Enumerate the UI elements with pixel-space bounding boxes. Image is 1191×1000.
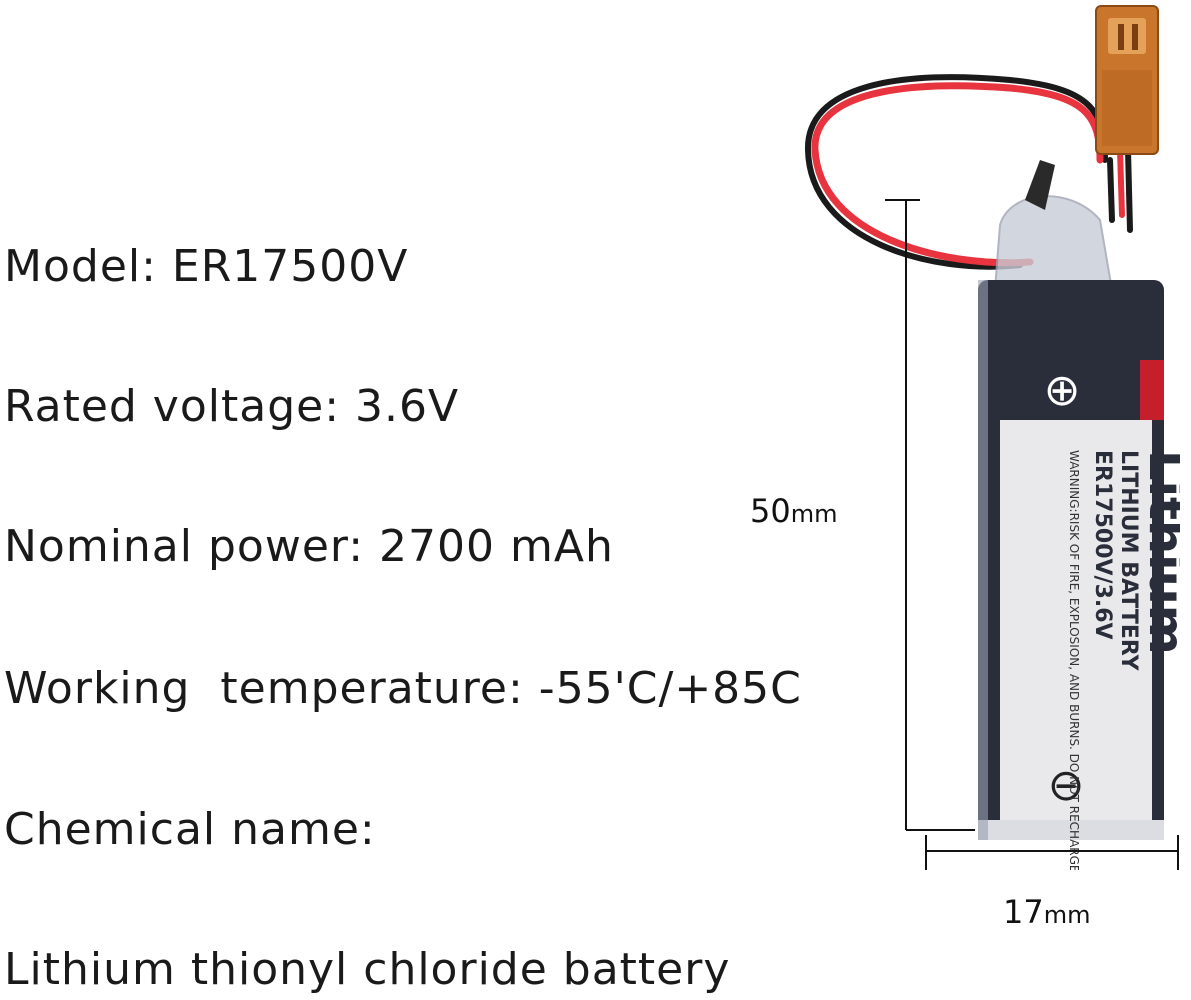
spec-chemical-label: Chemical name: [4, 804, 376, 855]
battery-type-text: LITHIUM BATTERY [1116, 450, 1141, 672]
spec-chemical-value: Lithium thionyl chloride battery [4, 944, 731, 995]
spec-power: Nominal power: 2700 mAh [4, 521, 614, 572]
positive-terminal-icon: ⊕ [1044, 365, 1081, 416]
height-dimension-line [885, 199, 975, 831]
wire-loop [804, 74, 1133, 270]
negative-terminal-icon: ⊖ [1048, 760, 1085, 811]
width-dimension-line [925, 835, 1179, 870]
battery-photo: ⊕ ⊖ Lithium LITHIUM BATTERY ER17500V/3.6… [804, 5, 1180, 870]
spec-temperature: Working temperature: -55'C/+85C [4, 663, 802, 714]
dimension-height: 50mm [750, 492, 838, 530]
battery-brand-text: Lithium [1138, 450, 1180, 655]
battery-model-text: ER17500V/3.6V [1090, 450, 1115, 640]
battery-cell [978, 280, 1164, 840]
dimension-width: 17mm [1003, 893, 1091, 931]
connector-plug [1095, 5, 1159, 155]
battery-warning-text: WARNING:RISK OF FIRE, EXPLOSION, AND BUR… [1067, 450, 1081, 870]
heat-shrink-sleeve [993, 195, 1114, 291]
brand-logo-icon [1140, 360, 1164, 420]
spec-voltage: Rated voltage: 3.6V [4, 381, 460, 432]
spec-model: Model: ER17500V [4, 241, 409, 292]
